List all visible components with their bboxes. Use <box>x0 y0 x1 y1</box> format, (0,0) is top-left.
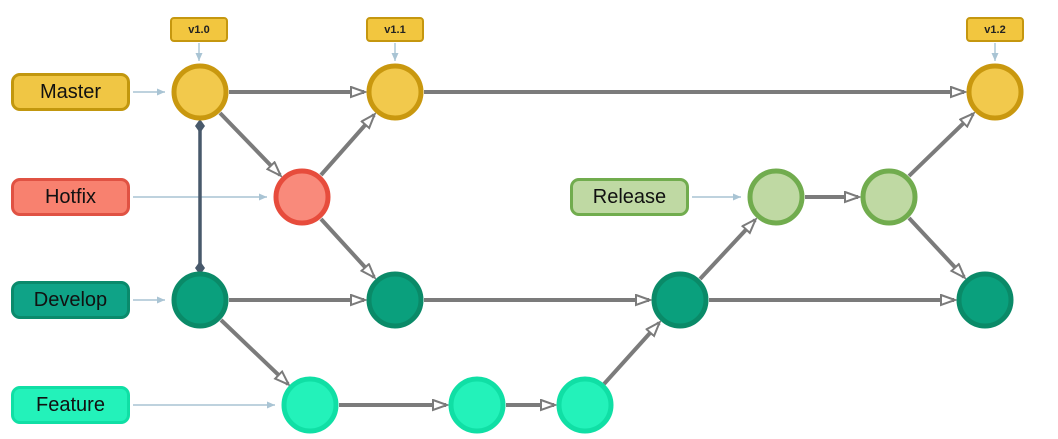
label-connectors <box>133 43 999 409</box>
commit-master-1 <box>171 63 229 121</box>
branch-label-feature: Feature <box>11 386 130 424</box>
commit-release-1 <box>747 168 805 226</box>
branch-label-develop: Develop <box>11 281 130 319</box>
commit-edges <box>218 92 973 405</box>
commit-hotfix-1 <box>273 168 331 226</box>
commit-feature-2 <box>448 376 506 434</box>
commit-develop-1 <box>171 271 229 329</box>
edge-release2-develop4 <box>907 216 964 277</box>
commit-feature-1 <box>281 376 339 434</box>
edge-release2-master3 <box>907 114 973 178</box>
commit-release-2 <box>860 168 918 226</box>
commit-develop-4 <box>956 271 1014 329</box>
edge-feature3-develop3 <box>602 323 659 386</box>
edge-hotfix1-master2 <box>319 115 374 177</box>
commit-nodes <box>171 63 1024 434</box>
tag-v1-2: v1.2 <box>966 17 1024 42</box>
branch-label-hotfix: Hotfix <box>11 178 130 216</box>
commit-develop-3 <box>651 271 709 329</box>
tag-v1-0: v1.0 <box>170 17 228 42</box>
edge-master1-hotfix1 <box>218 111 280 175</box>
edge-hotfix1-develop2 <box>319 217 374 277</box>
commit-develop-2 <box>366 271 424 329</box>
commit-master-3 <box>966 63 1024 121</box>
branch-label-master: Master <box>11 73 130 111</box>
commit-feature-3 <box>556 376 614 434</box>
commit-master-2 <box>366 63 424 121</box>
branch-label-release: Release <box>570 178 689 216</box>
edge-develop3-release1 <box>698 220 755 281</box>
tag-v1-1: v1.1 <box>366 17 424 42</box>
edge-develop1-feature1 <box>219 318 288 384</box>
